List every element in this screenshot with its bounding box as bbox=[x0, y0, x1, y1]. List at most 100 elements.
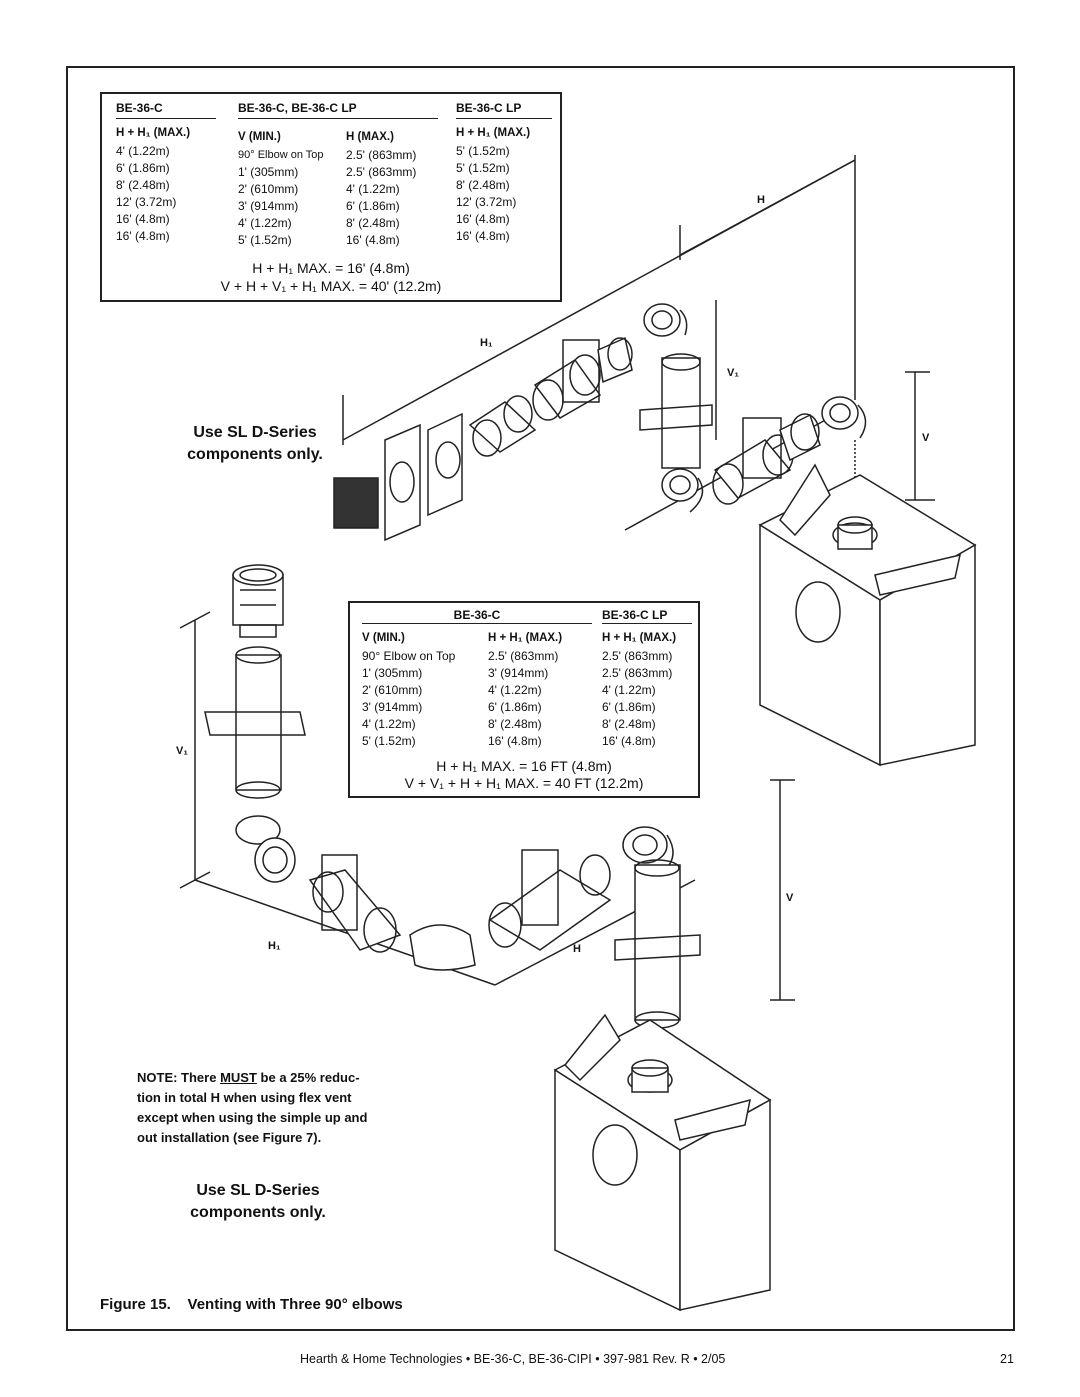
wall-thimble-2 bbox=[427, 412, 463, 517]
elbow-top-upper bbox=[643, 303, 688, 337]
vertical-termination-cap bbox=[232, 564, 284, 638]
cell: 16' (4.8m) bbox=[116, 212, 170, 226]
mid-formula-2: V + V₁ + H + H₁ MAX. = 40 FT (12.2m) bbox=[404, 775, 644, 791]
top-table-col-3: H (MAX.) 2.5' (863mm) 2.5' (863mm) 4' (1… bbox=[346, 123, 436, 249]
cell: 3' (914mm) bbox=[488, 666, 549, 680]
dim-label-h1-top: H₁ bbox=[480, 337, 493, 349]
note-line-2: tion in total H when using flex vent bbox=[137, 1090, 352, 1105]
page-footer: Hearth & Home Technologies • BE-36-C, BE… bbox=[300, 1352, 726, 1366]
note-prefix: NOTE: There bbox=[137, 1070, 221, 1085]
col-subheader: H + H₁ (MAX.) bbox=[116, 127, 191, 139]
dim-label-h1-bottom: H₁ bbox=[268, 940, 281, 952]
top-table-col-2-body: V (MIN.) 90° Elbow on Top 1' (305mm) 2' … bbox=[238, 123, 348, 249]
cell: 5' (1.52m) bbox=[456, 161, 510, 175]
elbow-bottom-left bbox=[235, 815, 296, 883]
wall-plate-bottom-h1 bbox=[321, 854, 358, 931]
cell: 2.5' (863mm) bbox=[346, 165, 417, 179]
cell: 5' (1.52m) bbox=[456, 144, 510, 158]
pipe-h1-a bbox=[468, 395, 537, 457]
cell: 4' (1.22m) bbox=[238, 216, 292, 230]
top-formula-1: H + H₁ MAX. = 16' (4.8m) bbox=[252, 260, 410, 276]
top-spec-table: BE-36-C H + H₁ (MAX.) 4' (1.22m) 6' (1.8… bbox=[100, 92, 562, 302]
use-sl-note-top: Use SL D-Series components only. bbox=[165, 422, 345, 466]
col-subheader: H + H₁ (MAX.) bbox=[456, 127, 531, 139]
h-dimension-line bbox=[679, 159, 856, 256]
wall-plate-h bbox=[742, 417, 782, 479]
mid-formula-1: H + H₁ MAX. = 16 FT (4.8m) bbox=[436, 758, 612, 774]
top-table-col-1: BE-36-C H + H₁ (MAX.) 4' (1.22m) 6' (1.8… bbox=[116, 100, 216, 245]
cell: 2.5' (863mm) bbox=[488, 649, 559, 663]
mid-table-col-1: V (MIN.) 90° Elbow on Top 1' (305mm) 2' … bbox=[362, 624, 482, 750]
cell: 16' (4.8m) bbox=[116, 229, 170, 243]
cell: 5' (1.52m) bbox=[362, 734, 416, 748]
cell: 8' (2.48m) bbox=[456, 178, 510, 192]
cell: 6' (1.86m) bbox=[116, 161, 170, 175]
dim-label-h-top: H bbox=[757, 194, 765, 206]
cell: 1' (305mm) bbox=[238, 165, 299, 179]
pipe-v1-top bbox=[661, 353, 701, 469]
cell: 6' (1.86m) bbox=[602, 700, 656, 714]
col-subheader: V (MIN.) bbox=[238, 131, 281, 143]
note-must: MUST bbox=[220, 1070, 257, 1085]
cell: 4' (1.22m) bbox=[362, 717, 416, 731]
use-sl-line-2: components only. bbox=[187, 446, 323, 463]
cell: 8' (2.48m) bbox=[346, 216, 400, 230]
elbow-bottom-right bbox=[622, 826, 674, 871]
cell: 2' (610mm) bbox=[362, 683, 423, 697]
cell: 16' (4.8m) bbox=[602, 734, 656, 748]
cell: 16' (4.8m) bbox=[346, 233, 400, 247]
elbow-top-right bbox=[821, 396, 867, 439]
cell: 2.5' (863mm) bbox=[602, 649, 673, 663]
cell: 2.5' (863mm) bbox=[346, 148, 417, 162]
wall-thimble-1 bbox=[384, 423, 421, 542]
cell: 4' (1.22m) bbox=[346, 182, 400, 196]
cell: 12' (3.72m) bbox=[456, 195, 517, 209]
col-subheader: V (MIN.) bbox=[362, 632, 405, 644]
cell: 8' (2.48m) bbox=[488, 717, 542, 731]
cell: 90° Elbow on Top bbox=[238, 149, 324, 161]
reduction-note: NOTE: There MUST be a 25% reduc- tion in… bbox=[137, 1068, 437, 1148]
fireplace-unit-top bbox=[758, 463, 977, 767]
dim-label-v-bottom: V bbox=[786, 892, 794, 904]
cell: 5' (1.52m) bbox=[238, 233, 292, 247]
pipe-h1-c bbox=[597, 336, 633, 384]
mid-table-col-2: H + H₁ (MAX.) 2.5' (863mm) 3' (914mm) 4'… bbox=[488, 624, 598, 750]
note-line-4: out installation (see Figure 7). bbox=[137, 1130, 322, 1145]
termination-cap bbox=[333, 477, 379, 529]
col-header: BE-36-C, BE-36-C LP bbox=[238, 100, 438, 119]
cell: 90° Elbow on Top bbox=[362, 649, 456, 663]
use-sl-line-1: Use SL D-Series bbox=[193, 424, 317, 441]
top-formula-2: V + H + V₁ + H₁ MAX. = 40' (12.2m) bbox=[220, 278, 442, 294]
use-sl-line-1: Use SL D-Series bbox=[196, 1182, 320, 1199]
wall-plate-bottom-v bbox=[614, 934, 701, 961]
mid-header-right: BE-36-C LP bbox=[602, 608, 692, 624]
cell: 8' (2.48m) bbox=[602, 717, 656, 731]
wall-plate-bottom-h bbox=[521, 849, 559, 926]
pipe-h-bottom bbox=[488, 854, 612, 951]
dim-label-v1-bottom: V₁ bbox=[176, 745, 188, 757]
use-sl-note-bottom: Use SL D-Series components only. bbox=[168, 1180, 348, 1224]
cell: 8' (2.48m) bbox=[116, 178, 170, 192]
cell: 4' (1.22m) bbox=[602, 683, 656, 697]
mid-spec-table: BE-36-C BE-36-C LP V (MIN.) 90° Elbow on… bbox=[348, 601, 700, 798]
cell: 1' (305mm) bbox=[362, 666, 423, 680]
note-rest: be a 25% reduc- bbox=[256, 1070, 360, 1085]
use-sl-line-2: components only. bbox=[190, 1204, 326, 1221]
mid-table-col-3: H + H₁ (MAX.) 2.5' (863mm) 2.5' (863mm) … bbox=[602, 624, 698, 750]
dim-label-v-top: V bbox=[922, 432, 930, 444]
cell: 12' (3.72m) bbox=[116, 195, 177, 209]
top-table-col-2: BE-36-C, BE-36-C LP bbox=[238, 100, 438, 119]
page-number: 21 bbox=[1000, 1352, 1014, 1366]
mid-header-left: BE-36-C bbox=[362, 608, 592, 624]
cell: 3' (914mm) bbox=[238, 199, 299, 213]
top-table-col-4: BE-36-C LP H + H₁ (MAX.) 5' (1.52m) 5' (… bbox=[456, 100, 552, 245]
cell: 4' (1.22m) bbox=[488, 683, 542, 697]
cell: 6' (1.86m) bbox=[346, 199, 400, 213]
col-header: BE-36-C LP bbox=[456, 100, 552, 119]
wall-plate-top bbox=[562, 339, 600, 403]
pipe-h1-b bbox=[532, 354, 602, 421]
pipe-h1-bottom bbox=[308, 869, 402, 953]
elbow-bottom-middle bbox=[409, 924, 476, 971]
col-subheader: H + H₁ (MAX.) bbox=[488, 632, 563, 644]
elbow-top-lower bbox=[661, 468, 704, 513]
